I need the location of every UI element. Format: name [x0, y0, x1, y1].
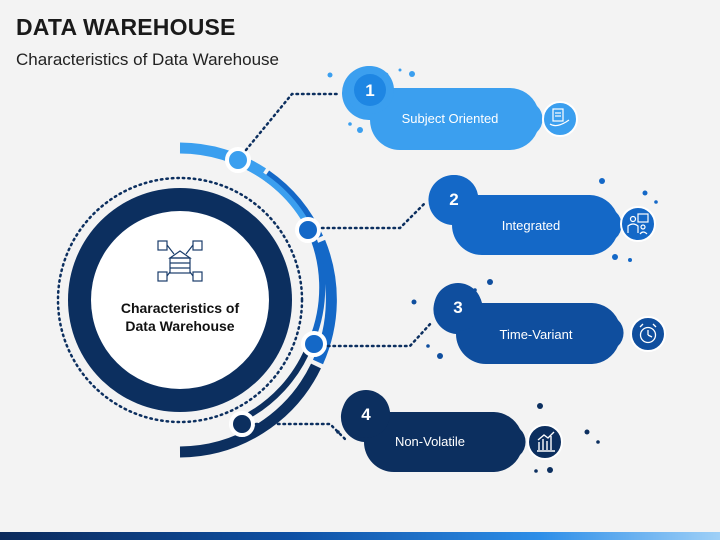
- item-1: 1 Subject Oriented: [341, 66, 578, 150]
- connector-3: [326, 320, 434, 348]
- node-3: [301, 331, 327, 357]
- item-4: 4 Non-Volatile: [340, 390, 563, 472]
- item-2-label: Integrated: [502, 218, 561, 233]
- arc-segment-4: [179, 363, 321, 458]
- item-1-pill: [341, 66, 543, 150]
- item-2: 2 Integrated: [428, 174, 656, 255]
- connector-2: [320, 202, 426, 230]
- page-title: DATA WAREHOUSE: [16, 14, 236, 40]
- node-4: [229, 411, 255, 437]
- item-1-label: Subject Oriented: [402, 111, 499, 126]
- connector-1: [244, 92, 340, 152]
- node-2: [295, 217, 321, 243]
- item-2-icon-circle: [620, 206, 656, 242]
- item-4-label: Non-Volatile: [395, 434, 465, 449]
- alarm-clock-icon: [639, 323, 657, 344]
- team-board-icon: [627, 213, 649, 235]
- item-4-icon-circle: [527, 424, 563, 460]
- dotted-outer-ring: [56, 176, 304, 424]
- item-3: 3 Time-Variant: [433, 283, 666, 364]
- center-white-disc: [91, 211, 269, 389]
- center-label-line1: Characteristics of: [121, 300, 240, 316]
- bar-chart-icon: [537, 431, 555, 452]
- item-1-number-circle: [354, 74, 386, 106]
- page-subtitle: Characteristics of Data Warehouse: [16, 50, 279, 69]
- item-3-number: 3: [453, 298, 462, 317]
- item-3-label: Time-Variant: [500, 327, 573, 342]
- document-hand-icon: [549, 108, 570, 127]
- item-1-icon-circle: [542, 101, 578, 137]
- bottom-accent-bar: [0, 532, 720, 540]
- center-label-line2: Data Warehouse: [125, 318, 234, 334]
- node-1: [225, 147, 251, 173]
- item-1-number: 1: [365, 81, 374, 100]
- connector-4: [254, 422, 348, 442]
- server-network-icon: [157, 240, 203, 282]
- item-4-number: 4: [361, 405, 371, 424]
- item-2-number: 2: [449, 190, 458, 209]
